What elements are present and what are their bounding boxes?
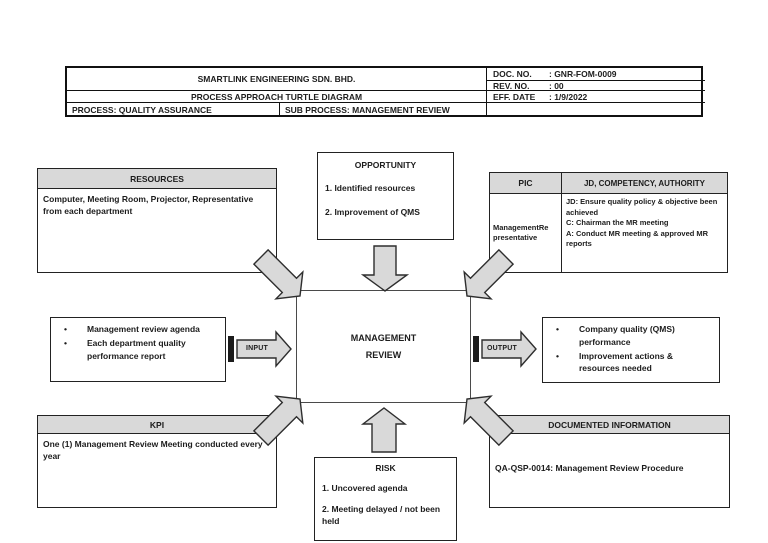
resources-box: RESOURCES Computer, Meeting Room, Projec… <box>37 168 277 273</box>
documented-information-title: DOCUMENTED INFORMATION <box>490 416 729 434</box>
doc-no-row: DOC. NO. : GNR-FOM-0009 <box>487 68 705 81</box>
sub-process-label: SUB PROCESS: MANAGEMENT REVIEW <box>280 103 487 116</box>
kpi-title: KPI <box>38 416 276 434</box>
output-list-box: • Company quality (QMS) performance • Im… <box>542 317 720 383</box>
pic-header: PIC <box>490 173 562 194</box>
bullet-icon: • <box>556 324 559 334</box>
risk-item: 1. Uncovered agenda <box>322 483 408 493</box>
risk-up-arrow <box>360 407 408 453</box>
output-item: • Improvement actions & resources needed <box>556 350 673 374</box>
input-item: • Each department quality performance re… <box>64 337 186 361</box>
jd-competency-authority-header: JD, COMPETENCY, AUTHORITY <box>562 173 727 194</box>
jd-body: JD: Ensure quality policy & objective be… <box>562 194 727 272</box>
input-arrow-tail-bar <box>228 336 234 362</box>
jd-line: C: Chairman the MR meeting <box>566 218 669 227</box>
output-arrow-label: OUTPUT <box>487 345 517 352</box>
documented-information-body: QA-QSP-0014: Management Review Procedure <box>495 463 684 473</box>
bullet-icon: • <box>556 350 559 361</box>
management-review-box: MANAGEMENT REVIEW <box>296 290 471 403</box>
kpi-box: KPI One (1) Management Review Meeting co… <box>37 415 277 508</box>
input-item: • Management review agenda <box>64 324 200 334</box>
opportunity-title: OPPORTUNITY <box>354 160 417 170</box>
output-item: • Company quality (QMS) performance <box>556 324 675 347</box>
output-arrow-tail-bar <box>473 336 479 362</box>
pic-box: PIC JD, COMPETENCY, AUTHORITY Management… <box>489 172 728 273</box>
resources-title: RESOURCES <box>38 169 276 189</box>
eff-date-label: EFF. DATE <box>493 91 536 102</box>
eff-date-row: EFF. DATE : 1/9/2022 <box>487 91 705 103</box>
risk-title: RISK <box>375 463 396 473</box>
bullet-icon: • <box>64 337 67 348</box>
input-list-box: • Management review agenda • Each depart… <box>50 317 226 382</box>
opportunity-down-arrow <box>360 245 410 292</box>
input-arrow-label: INPUT <box>246 345 268 352</box>
management-review-title: MANAGEMENT REVIEW <box>350 333 417 360</box>
process-label: PROCESS: QUALITY ASSURANCE <box>67 103 280 116</box>
bullet-icon: • <box>64 324 67 334</box>
doc-no-value: : GNR-FOM-0009 <box>549 69 617 79</box>
rev-no-row: REV. NO. : 00 <box>487 81 705 91</box>
opportunity-item: 1. Identified resources <box>325 183 416 193</box>
pic-body: ManagementRe presentative <box>490 194 562 272</box>
rev-no-value: : 00 <box>549 80 564 91</box>
rev-no-label: REV. NO. <box>493 80 530 91</box>
opportunity-item: 2. Improvement of QMS <box>325 207 420 218</box>
risk-item: 2. Meeting delayed / not been held <box>322 504 441 526</box>
eff-date-value: : 1/9/2022 <box>549 91 588 102</box>
document-title: PROCESS APPROACH TURTLE DIAGRAM <box>67 91 487 103</box>
resources-body: Computer, Meeting Room, Projector, Repre… <box>43 194 254 217</box>
opportunity-box: OPPORTUNITY 1. Identified resources 2. I… <box>317 152 454 240</box>
company-name: SMARTLINK ENGINEERING SDN. BHD. <box>67 68 487 91</box>
doc-no-label: DOC. NO. <box>493 69 532 79</box>
risk-box: RISK 1. Uncovered agenda 2. Meeting dela… <box>314 457 457 541</box>
documented-information-box: DOCUMENTED INFORMATION QA-QSP-0014: Mana… <box>489 415 730 508</box>
jd-line: JD: Ensure quality policy & objective be… <box>566 197 718 217</box>
document-header-table: SMARTLINK ENGINEERING SDN. BHD. PROCESS … <box>65 66 705 117</box>
kpi-body: One (1) Management Review Meeting conduc… <box>43 439 263 462</box>
jd-line: A: Conduct MR meeting & approved MR repo… <box>566 228 709 249</box>
